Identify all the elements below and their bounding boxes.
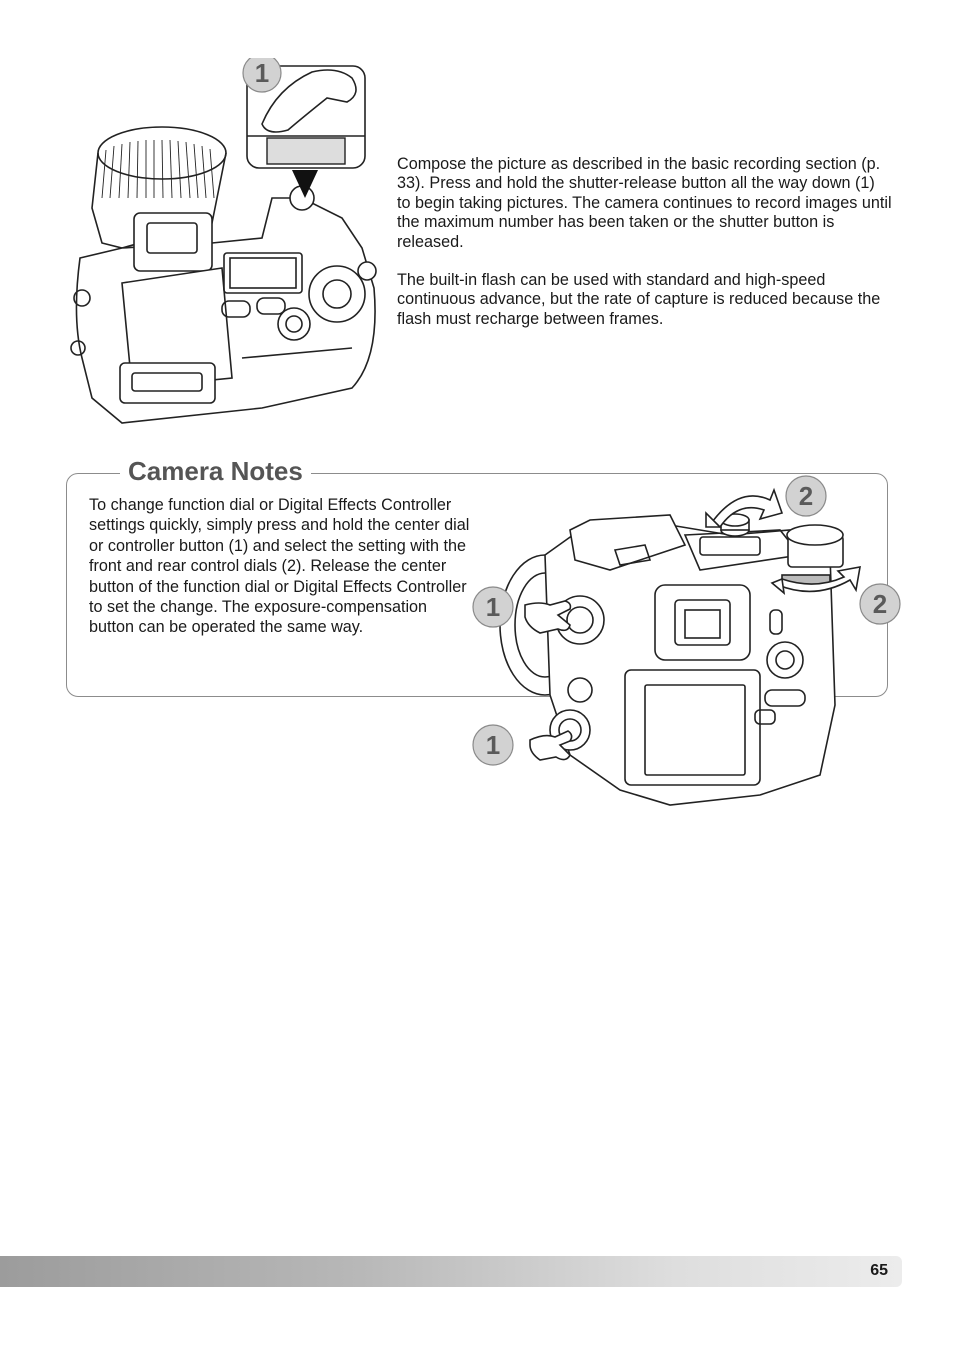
body-paragraph-continuous-advance: Compose the picture as described in the … xyxy=(397,155,892,251)
front-dial-callout-number: 2 xyxy=(799,481,813,511)
function-dial-callout-number: 1 xyxy=(486,592,500,622)
rear-dial-callout: 2 xyxy=(859,583,901,625)
body-paragraph-flash: The built-in flash can be used with stan… xyxy=(397,271,881,328)
camera-rear-view-illustration: 2 2 1 1 xyxy=(472,475,901,806)
controller-callout: 1 xyxy=(472,724,514,766)
function-dial-callout: 1 xyxy=(472,586,514,628)
front-dial-callout: 2 xyxy=(785,475,827,517)
shutter-callout-number: 1 xyxy=(255,58,269,88)
camera-notes-title: Camera Notes xyxy=(120,453,311,489)
rear-dial-callout-number: 2 xyxy=(873,589,887,619)
camera-notes-text: To change function dial or Digital Effec… xyxy=(89,496,470,637)
page-number: 65 xyxy=(870,1262,888,1279)
camera-top-view-illustration: 1 xyxy=(70,58,377,424)
footer-bar: 65 xyxy=(0,1256,902,1287)
shutter-callout: 1 xyxy=(242,58,282,93)
controller-callout-number: 1 xyxy=(486,730,500,760)
